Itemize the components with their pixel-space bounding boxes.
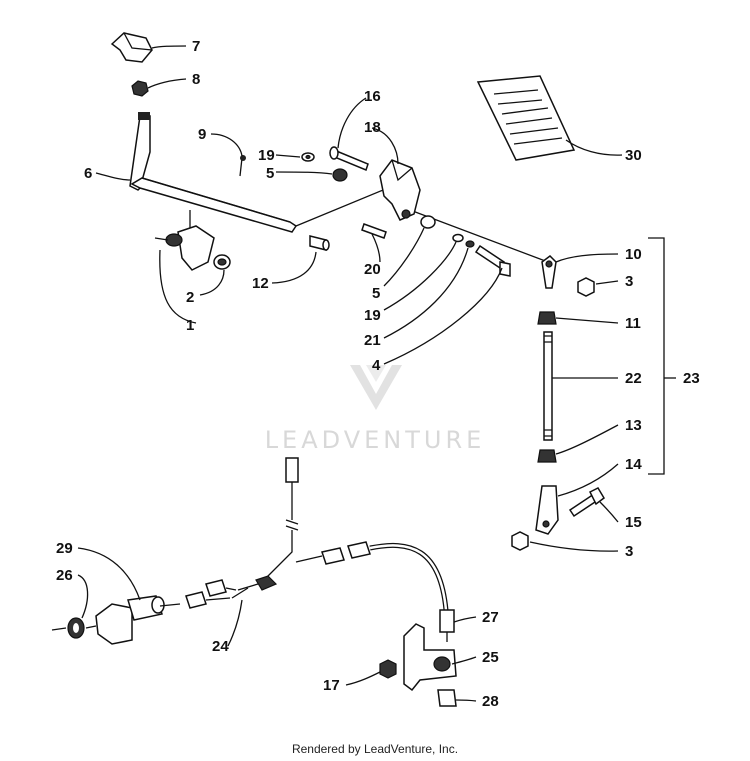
callout-12: 12: [252, 275, 269, 292]
lock-washer-21: [465, 240, 475, 248]
callout-17: 17: [323, 677, 340, 694]
jam-nut-11: [537, 311, 557, 325]
callout-13: 13: [625, 417, 642, 434]
bolt-15: [568, 487, 605, 518]
callout-20: 20: [364, 261, 381, 278]
callout-5-upper: 5: [266, 165, 274, 182]
callout-27: 27: [482, 609, 499, 626]
callout-2: 2: [186, 289, 194, 306]
callout-labels: 7 8 16 18 9 19 5 6 30 10 3 12 20 5 2 1 1…: [56, 38, 700, 710]
cotter-pin: [239, 155, 246, 177]
harness-24: [185, 457, 371, 609]
threaded-rod-22: [543, 331, 553, 441]
callout-3-upper: 3: [625, 273, 633, 290]
bushing-5a: [332, 168, 348, 182]
callout-9: 9: [198, 126, 206, 143]
shift-knob: [110, 32, 153, 63]
callout-24: 24: [212, 638, 229, 655]
nut-3a: [577, 277, 595, 297]
cable-27: [369, 543, 455, 642]
nut-28: [437, 689, 457, 707]
callout-11: 11: [625, 315, 641, 332]
decal-30: [476, 75, 576, 161]
callout-8: 8: [192, 71, 200, 88]
switch-29: [95, 595, 181, 645]
callout-30: 30: [625, 147, 642, 164]
clevis-pin: [309, 235, 330, 251]
callout-21: 21: [364, 332, 381, 349]
callout-16: 16: [364, 88, 381, 105]
callout-25: 25: [482, 649, 499, 666]
shift-bracket: [379, 159, 421, 221]
callout-19-upper: 19: [258, 147, 275, 164]
bolt-4: [474, 244, 511, 277]
callout-18: 18: [364, 119, 381, 136]
callout-29: 29: [56, 540, 73, 557]
rod-end-10: [541, 255, 557, 289]
callout-19-lower: 19: [364, 307, 381, 324]
nut-17: [379, 659, 397, 679]
render-credit: Rendered by LeadVenture, Inc.: [291, 742, 459, 756]
callout-1: 1: [186, 317, 194, 334]
callout-4: 4: [372, 357, 381, 374]
callout-15: 15: [625, 514, 642, 531]
callout-6: 6: [84, 165, 92, 182]
callout-22: 22: [625, 370, 642, 387]
pivot-bracket: [154, 225, 231, 271]
washer-26: [51, 617, 97, 639]
bushing-5b: [420, 215, 436, 229]
group-bracket-23: [648, 237, 665, 475]
bolt-16: [329, 146, 369, 171]
leader-lines: [77, 45, 623, 702]
nut-3b: [511, 531, 529, 551]
callout-10: 10: [625, 246, 642, 263]
washer-19a: [301, 152, 315, 162]
callout-3-lower: 3: [625, 543, 633, 560]
jam-nut-13: [537, 449, 557, 463]
callout-28: 28: [482, 693, 499, 710]
knob-nut: [131, 80, 149, 97]
pin-20: [361, 223, 387, 239]
switch-bracket-25: [403, 623, 457, 692]
callout-5-lower: 5: [372, 285, 380, 302]
watermark-logo: [350, 365, 402, 410]
callout-7: 7: [192, 38, 200, 55]
washer-19b: [452, 233, 464, 243]
rod-end-14: [535, 485, 559, 535]
watermark-text: LEADVENTURE: [265, 426, 486, 454]
callout-23: 23: [683, 370, 700, 387]
callout-26: 26: [56, 567, 73, 584]
callout-14: 14: [625, 456, 642, 473]
